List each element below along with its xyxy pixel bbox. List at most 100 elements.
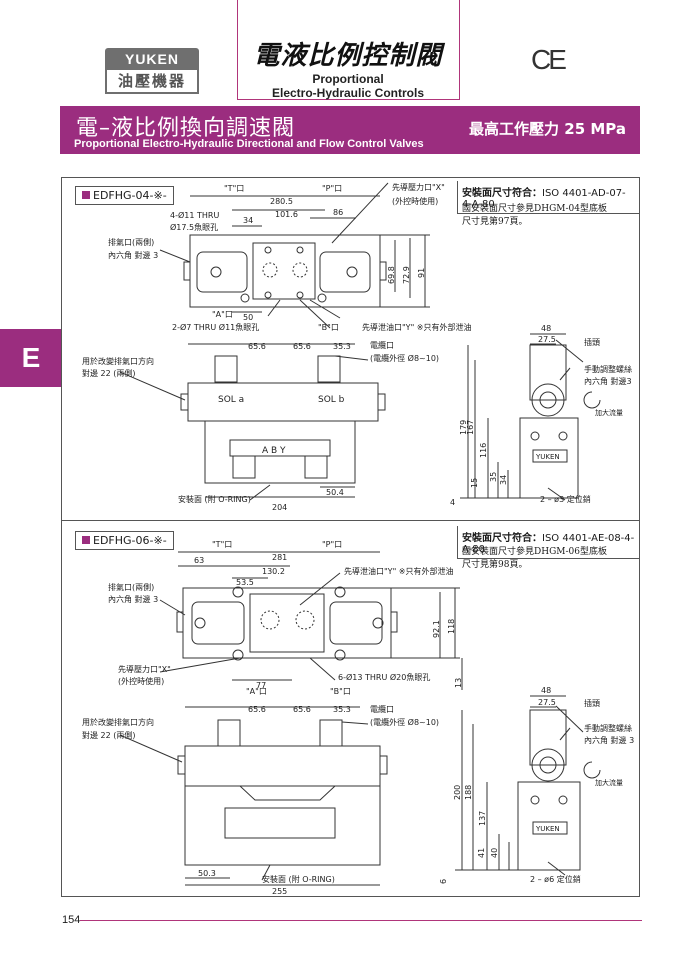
dim-63: 63 [194,556,204,565]
label-thru-06: 6-Ø13 THRU Ø20魚眼孔 [338,672,430,682]
dim-130-2: 130.2 [262,567,285,576]
dim-34-side: 34 [499,475,508,485]
label-port-p-06: "P"口 [322,540,342,549]
front-view-06 [119,706,388,886]
front-view-04 [119,343,386,501]
plan-view-06 [159,551,463,690]
side-view-06 [455,695,601,876]
label-port-a-04: "A"口 [212,310,233,319]
brand-subtitle: 油壓機器 [105,70,199,94]
label-bleed-change-hex-06: 對邊 22 (兩側) [82,730,136,740]
label-bleed-06: 排氣口(兩側) [108,582,154,592]
label-conduit-04: 電纜口 [370,340,394,350]
label-pilot-x-note-04: (外控時使用) [392,196,438,206]
label-conduit-dia-06: (電纜外徑 Ø8~10) [370,717,439,727]
model-label-06: EDFHG-06-※- [75,531,174,550]
dim-77: 77 [256,681,266,690]
dim-65-6-b-06: 65.6 [293,705,311,714]
label-sol-a: SOL a [218,395,244,405]
dim-281: 281 [272,553,287,562]
label-ports-abyy: A B Y [262,446,286,456]
brand-logo: YUKEN 油壓機器 [105,48,199,96]
label-conduit-dia-04: (電纜外徑 Ø8~10) [370,353,439,363]
dim-4: 4 [450,498,455,507]
label-manual-hex-04: 內六角 對邊3 [584,376,632,386]
footer-rule [80,920,642,921]
label-manual-04: 手動調整螺絲 [584,364,632,374]
header-title-zh: 電液比例控制閥 [253,41,443,71]
subplate-note-06: 國安裝面尺寸參見DHGM-06型底板 尺寸見第98頁。 [462,547,607,570]
label-manual-06: 手動調整螺絲 [584,723,632,733]
label-plug-06: 插頭 [584,698,600,708]
drawing-frame [61,177,640,897]
iso-standard-06: 安裝面尺寸符合：ISO 4401-AE-08-4-A-80 [457,526,639,559]
label-mount-face-04: 安裝面 (附 O-RING) [178,494,251,504]
label-pin-06: 2 – ø6 定位銷 [530,874,581,884]
section-banner: 電–液比例換向調速閥 Proportional Electro-Hydrauli… [60,106,640,154]
side-view-04 [460,333,601,501]
label-port-b-04: "B"口 [318,323,339,332]
dim-167: 167 [466,420,475,435]
section-divider [61,520,640,521]
nameplate-06: YUKEN [535,825,560,833]
dim-137: 137 [478,811,487,826]
banner-title-zh: 電–液比例換向調速閥 [76,116,296,141]
dim-118: 118 [447,619,456,634]
label-port-t-04: "T"口 [224,184,244,193]
dim-65-6-b-04: 65.6 [293,342,311,351]
dim-50-4: 50.4 [326,488,344,497]
dim-280-5: 280.5 [270,197,293,206]
label-drain-y-04: 先導泄油口"Y" ※只有外部泄油 [362,322,472,332]
label-bleed-hex-04: 內六角 對邊 3 [108,250,158,260]
label-manual-hex-06: 內六角 對邊 3 [584,735,634,745]
header-title-en-2: Electro-Hydraulic Controls [271,86,425,100]
dim-13: 13 [454,678,463,688]
dim-65-6-a-06: 65.6 [248,705,266,714]
label-mount-holes-1: 4-Ø11 THRU [170,210,219,220]
label-bleed-04: 排氣口(兩側) [108,237,154,247]
dim-91: 91 [417,268,426,278]
label-bleed-change-04: 用於改變排氣口方向 [82,356,154,366]
label-bleed-change-hex-04: 對邊 22 (兩側) [82,368,136,378]
dim-34-04: 34 [243,216,253,225]
model-label-04: EDFHG-04-※- [75,186,174,205]
chapter-tab: E [0,329,62,387]
dim-6: 6 [439,879,448,884]
label-port-p-04: "P"口 [322,184,342,193]
dim-40: 40 [490,848,499,858]
bullet-square-icon [82,536,90,544]
iso-standard-04: 安裝面尺寸符合：ISO 4401-AD-07-4-A-80 [457,181,639,214]
label-conduit-06: 電纜口 [370,704,394,714]
dim-27-5-06: 27.5 [538,698,556,707]
dim-41: 41 [477,848,486,858]
dim-116: 116 [479,443,488,458]
dim-92-1: 92.1 [432,620,441,638]
dim-179: 179 [459,420,468,435]
dim-101-6: 101.6 [275,210,298,219]
dim-204: 204 [272,503,287,512]
dim-48-04: 48 [541,324,551,333]
label-drain-y-06: 先導泄油口"Y" ※只有外部泄油 [344,566,454,576]
label-bleed-hex-06: 內六角 對邊 3 [108,594,158,604]
guide-line [459,0,460,100]
page-header-title: 電液比例控制閥 Proportional Electro-Hydraulic C… [238,35,458,100]
nameplate-04: YUKEN [535,453,560,461]
label-port-a-06: "A"口 [246,687,267,696]
bullet-square-icon [82,191,90,199]
label-port-t-06: "T"口 [212,540,232,549]
dim-72-9: 72.9 [402,266,411,284]
dim-65-6-a-04: 65.6 [248,342,266,351]
label-thru-04: 2-Ø7 THRU Ø11魚眼孔 [172,322,259,332]
label-pilot-x-note-06: (外控時使用) [118,676,164,686]
label-pilot-x-06: 先導壓力口"X" [118,664,171,674]
page-number: 154 [62,914,81,926]
dim-15: 15 [470,478,479,488]
ce-mark: CE [531,44,567,75]
guide-line [237,99,460,100]
dim-35-3-04: 35.3 [333,342,351,351]
label-sol-b: SOL b [318,395,345,405]
dim-188: 188 [464,785,473,800]
dim-48-06: 48 [541,686,551,695]
label-plug-04: 插頭 [584,337,600,347]
label-mount-holes-2: Ø17.5魚眼孔 [170,222,218,232]
